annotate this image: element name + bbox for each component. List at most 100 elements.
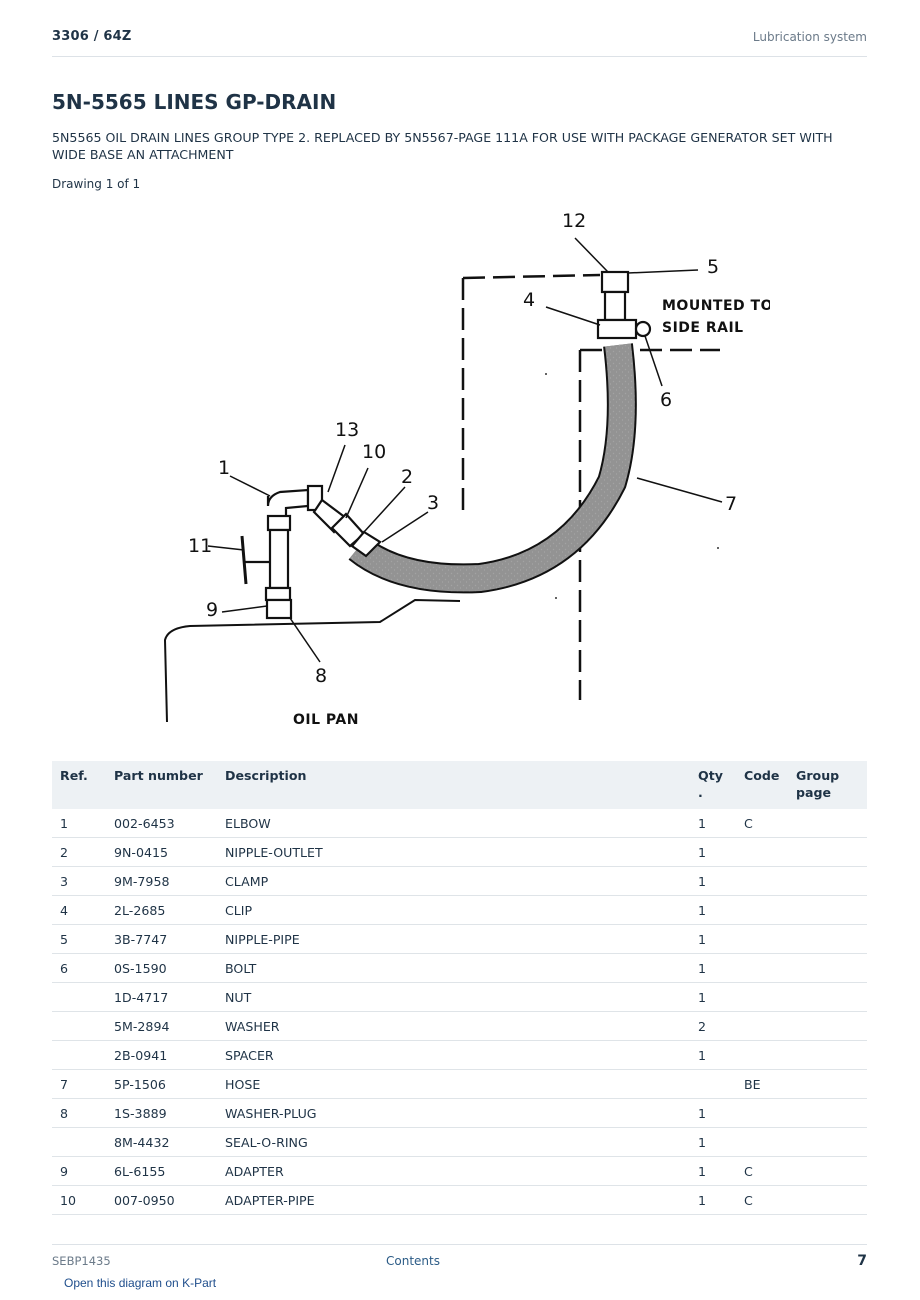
callout-4: 4 [523,289,535,311]
contents-link[interactable]: Contents [386,1254,440,1268]
cell-group-page [788,837,867,867]
cell-description: SPACER [217,1040,690,1070]
cell-description: ADAPTER [217,1156,690,1186]
cell-description: SEAL-O-RING [217,1127,690,1157]
cell-ref: 2 [52,837,106,867]
parts-table: Ref. Part number Description Qty . Code … [52,761,867,1215]
cell-qty: 1 [690,953,736,983]
cell-qty: 1 [690,895,736,925]
cell-ref: 4 [52,895,106,925]
cell-group-page [788,1069,867,1099]
cell-part-number: 1S-3889 [106,1098,217,1128]
dashed-frame [461,273,720,700]
cell-code [736,837,788,867]
cell-code [736,895,788,925]
page-header: 3306 / 64Z Lubrication system [52,28,867,57]
cell-code: C [736,1156,788,1186]
cell-qty: 1 [690,1040,736,1070]
cell-part-number: 5M-2894 [106,1011,217,1041]
cell-part-number: 5P-1506 [106,1069,217,1099]
cell-code: BE [736,1069,788,1099]
cell-qty: 1 [690,924,736,954]
cell-qty: 2 [690,1011,736,1041]
cell-qty: 1 [690,837,736,867]
cell-ref: 1 [52,809,106,838]
cell-code [736,1098,788,1128]
col-description: Description [217,761,690,809]
cell-description: ADAPTER-PIPE [217,1185,690,1215]
cell-qty: 1 [690,866,736,896]
table-header-row: Ref. Part number Description Qty . Code … [52,761,867,809]
col-group-page: Group page [788,761,867,809]
cell-description: NIPPLE-PIPE [217,924,690,954]
cell-code: C [736,809,788,838]
callout-8: 8 [315,665,327,687]
cell-ref: 6 [52,953,106,983]
leader-lines [207,237,723,663]
cell-ref: 10 [52,1185,106,1215]
callout-3: 3 [427,492,439,514]
cell-part-number: 9M-7958 [106,866,217,896]
callout-6: 6 [660,389,672,411]
cell-description: WASHER-PLUG [217,1098,690,1128]
cell-qty: 1 [690,1156,736,1186]
cell-description: CLIP [217,895,690,925]
top-fitting [596,270,652,340]
cell-ref: 5 [52,924,106,954]
cell-group-page [788,1040,867,1070]
cell-description: WASHER [217,1011,690,1041]
cell-qty [690,1069,736,1099]
document-id: SEBP1435 [52,1254,111,1268]
cell-code: C [736,1185,788,1215]
callout-5: 5 [707,256,719,278]
callout-10: 10 [362,441,386,463]
cell-description: NUT [217,982,690,1012]
page-number: 7 [857,1253,867,1269]
parts-diagram: 12 5 4 6 13 10 2 3 1 11 9 8 7 MOUNTED TO… [150,200,770,740]
cell-description: BOLT [217,953,690,983]
cell-part-number: 0S-1590 [106,953,217,983]
section-label: Lubrication system [752,30,867,44]
cell-part-number: 8M-4432 [106,1127,217,1157]
hose-7 [348,343,637,594]
callout-11: 11 [188,535,212,557]
callout-13: 13 [335,419,359,441]
cell-code [736,924,788,954]
cell-part-number: 3B-7747 [106,924,217,954]
side-rail-note: SIDE RAIL [662,320,744,336]
kpart-link[interactable]: Open this diagram on K-Part [64,1276,217,1290]
callout-1: 1 [218,457,230,479]
oil-pan-label: OIL PAN [293,712,359,728]
cell-qty: 1 [690,1098,736,1128]
model-label: 3306 / 64Z [52,29,132,44]
col-qty: Qty . [690,761,736,809]
cell-ref [52,1011,106,1041]
callout-2: 2 [401,466,413,488]
cell-part-number: 2L-2685 [106,895,217,925]
cell-ref [52,1040,106,1070]
cell-group-page [788,1011,867,1041]
cell-code [736,866,788,896]
cell-part-number: 002-6453 [106,809,217,838]
cell-group-page [788,1185,867,1215]
cell-part-number: 007-0950 [106,1185,217,1215]
group-description: 5N5565 OIL DRAIN LINES GROUP TYPE 2. REP… [52,130,833,162]
cell-group-page [788,809,867,838]
cell-group-page [788,924,867,954]
col-part-number: Part number [106,761,217,809]
cell-ref [52,1127,106,1157]
cell-qty: 1 [690,982,736,1012]
